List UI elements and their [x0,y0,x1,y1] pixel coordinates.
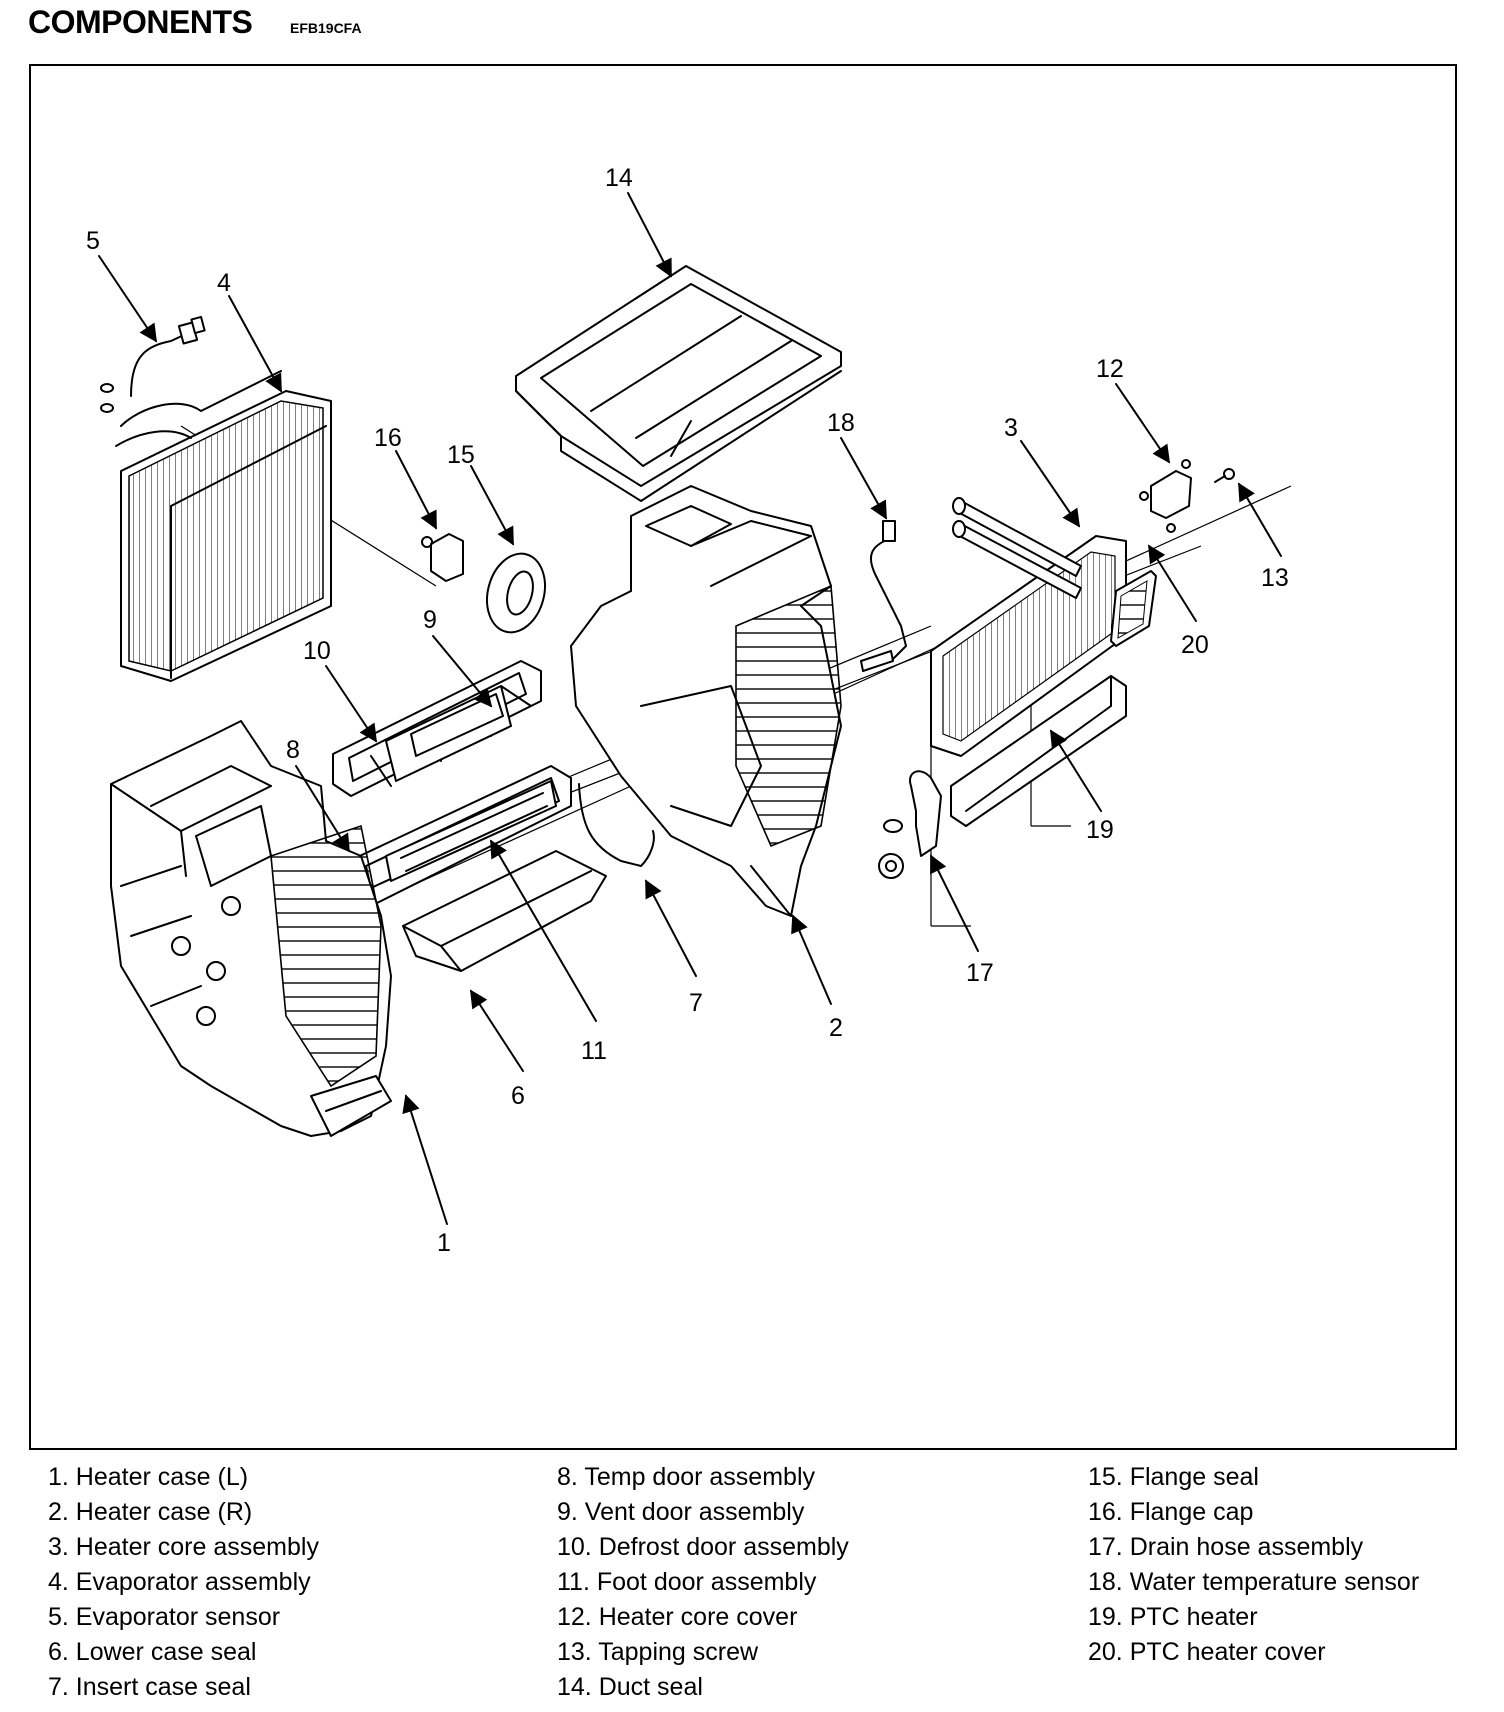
legend-item: 13. Tapping screw [557,1638,759,1666]
callout-19: 19 [1086,816,1114,844]
drain-hose-assembly [878,770,942,879]
callout-1: 1 [437,1229,451,1257]
legend-item: 10. Defrost door assembly [557,1533,849,1561]
legend-item: 15. Flange seal [1088,1463,1259,1491]
legend-item: 6. Lower case seal [48,1638,257,1666]
heater-core-cover [1139,459,1192,533]
callout-6: 6 [511,1082,525,1110]
legend-item: 12. Heater core cover [557,1603,798,1631]
legend-item: 11. Foot door assembly [557,1568,817,1596]
callout-numbers: 1 2 3 4 5 6 7 8 9 10 11 12 13 14 15 16 1… [86,164,1289,1257]
water-temperature-sensor [860,520,907,672]
legend-item: 2. Heater case (R) [48,1498,253,1526]
callout-15: 15 [447,441,475,469]
page-title: COMPONENTS [28,4,253,40]
exploded-view-figure: 1 2 3 4 5 6 7 8 9 10 11 12 13 14 15 16 1… [29,64,1457,1450]
ptc-heater-cover [1110,570,1157,647]
legend-item: 4. Evaporator assembly [48,1568,311,1596]
legend-item: 7. Insert case seal [48,1673,251,1701]
callout-17: 17 [966,959,994,987]
callout-2: 2 [829,1014,843,1042]
tapping-screw [1214,468,1235,483]
legend-item: 16. Flange cap [1088,1498,1254,1526]
legend-item: 8. Temp door assembly [557,1463,815,1491]
foot-door-assembly [385,780,557,882]
parts-legend: 1. Heater case (L) 2. Heater case (R) 3.… [0,1460,1504,1712]
duct-seal [515,265,842,502]
callout-20: 20 [1181,631,1209,659]
legend-item: 19. PTC heater [1088,1603,1258,1631]
flange-seal [486,552,546,634]
heater-case-left [110,720,392,1137]
callout-9: 9 [423,606,437,634]
evaporator-assembly [100,370,332,682]
legend-item: 17. Drain hose assembly [1088,1533,1364,1561]
ptc-heater [950,675,1127,827]
callout-11: 11 [581,1037,607,1065]
legend-column-3: 15. Flange seal 16. Flange cap 17. Drain… [1088,1460,1419,1670]
callout-16: 16 [374,424,402,452]
insert-case-seal [578,783,655,867]
legend-item: 1. Heater case (L) [48,1463,249,1491]
callout-18: 18 [827,409,855,437]
callout-14: 14 [605,164,633,192]
leader-arrows [98,192,1282,1225]
heater-core-assembly [930,497,1127,757]
callout-10: 10 [303,637,331,665]
callout-4: 4 [217,269,231,297]
callout-5: 5 [86,227,100,255]
exploded-view-drawing: 1 2 3 4 5 6 7 8 9 10 11 12 13 14 15 16 1… [86,164,1292,1257]
legend-item: 20. PTC heater cover [1088,1638,1326,1666]
vent-door-assembly [385,685,532,782]
legend-column-2: 8. Temp door assembly 9. Vent door assem… [557,1460,849,1705]
callout-13: 13 [1261,564,1289,592]
callout-7: 7 [689,989,703,1017]
callout-12: 12 [1096,355,1124,383]
legend-column-1: 1. Heater case (L) 2. Heater case (R) 3.… [48,1460,319,1705]
evaporator-sensor [130,315,206,397]
legend-item: 9. Vent door assembly [557,1498,805,1526]
lower-case-seal [402,850,607,972]
legend-item: 5. Evaporator sensor [48,1603,281,1631]
heater-case-right [570,485,842,917]
document-code: EFB19CFA [290,20,362,36]
callout-3: 3 [1004,414,1018,442]
legend-item: 3. Heater core assembly [48,1533,319,1561]
legend-item: 14. Duct seal [557,1673,703,1701]
flange-cap [421,533,464,582]
legend-item: 18. Water temperature sensor [1088,1568,1420,1596]
callout-8: 8 [286,736,300,764]
